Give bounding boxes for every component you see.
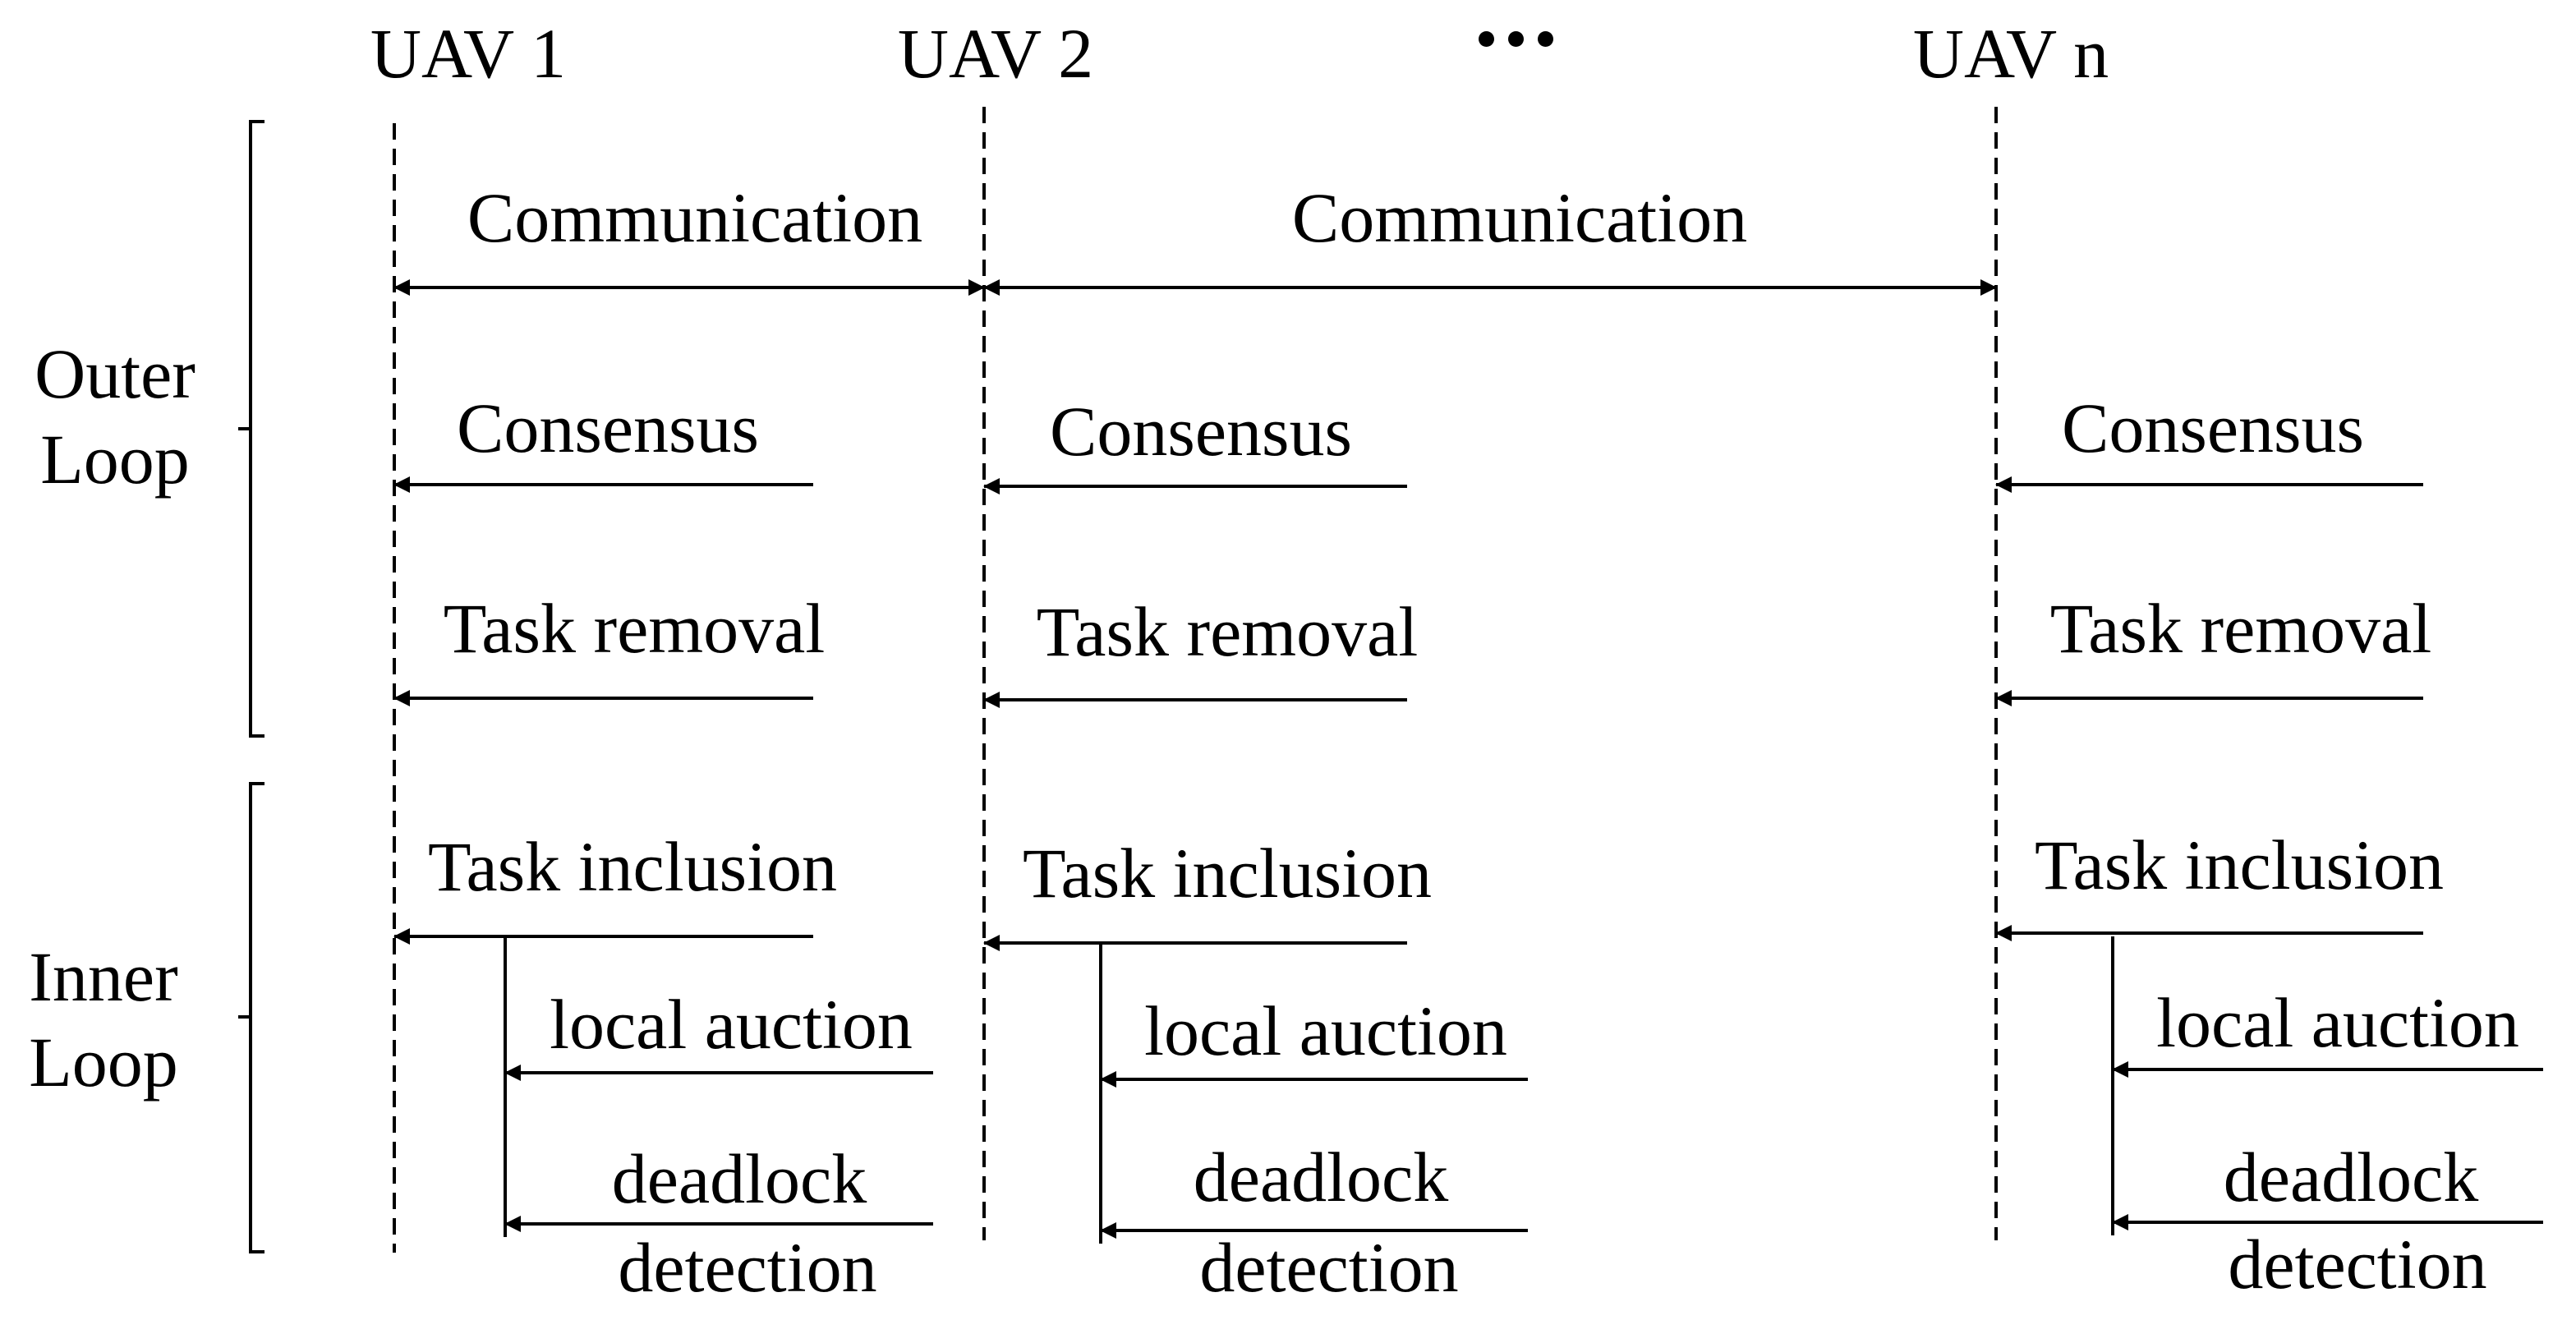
- uav-n-header: UAV n: [1912, 14, 2109, 93]
- inner-loop-label-line1: Inner: [29, 937, 178, 1016]
- task-removal-label-uav-n: Task removal: [2049, 589, 2432, 668]
- ellipsis-more-uavs: [1479, 31, 1553, 56]
- local-auction-label-uav-n: local auction: [2156, 983, 2519, 1062]
- task-inclusion-label-uav-2: Task inclusion: [1023, 834, 1432, 913]
- deadlock-label-uav-2: deadlock: [1193, 1138, 1449, 1217]
- inner-loop-bracket: [238, 782, 264, 1253]
- outer-loop-label-line1: Outer: [34, 334, 196, 413]
- uav-2-header: UAV 2: [897, 14, 1094, 93]
- deadlock-label-uav-n: deadlock: [2223, 1138, 2479, 1217]
- detection-label-uav-n: detection: [2228, 1225, 2487, 1304]
- consensus-label-uav-n: Consensus: [2062, 389, 2364, 467]
- detection-label-uav-2: detection: [1199, 1228, 1459, 1307]
- uav-1-header: UAV 1: [370, 14, 567, 93]
- outer-loop-bracket: [238, 120, 264, 738]
- communication-label-2-n: Communication: [1291, 178, 1748, 257]
- local-auction-label-uav-2: local auction: [1144, 991, 1507, 1070]
- consensus-label-uav-1: Consensus: [457, 389, 759, 467]
- detection-label-uav-1: detection: [618, 1228, 877, 1307]
- consensus-label-uav-2: Consensus: [1050, 392, 1352, 471]
- task-removal-label-uav-2: Task removal: [1036, 592, 1419, 671]
- outer-loop-label-line2: Loop: [40, 420, 190, 499]
- local-auction-label-uav-1: local auction: [550, 985, 913, 1064]
- deadlock-label-uav-1: deadlock: [611, 1139, 867, 1218]
- task-inclusion-label-uav-n: Task inclusion: [2035, 826, 2444, 904]
- communication-label-1-2: Communication: [467, 178, 923, 257]
- inner-loop-label-line2: Loop: [29, 1023, 178, 1102]
- task-removal-label-uav-1: Task removal: [443, 589, 826, 668]
- task-inclusion-label-uav-1: Task inclusion: [428, 827, 837, 906]
